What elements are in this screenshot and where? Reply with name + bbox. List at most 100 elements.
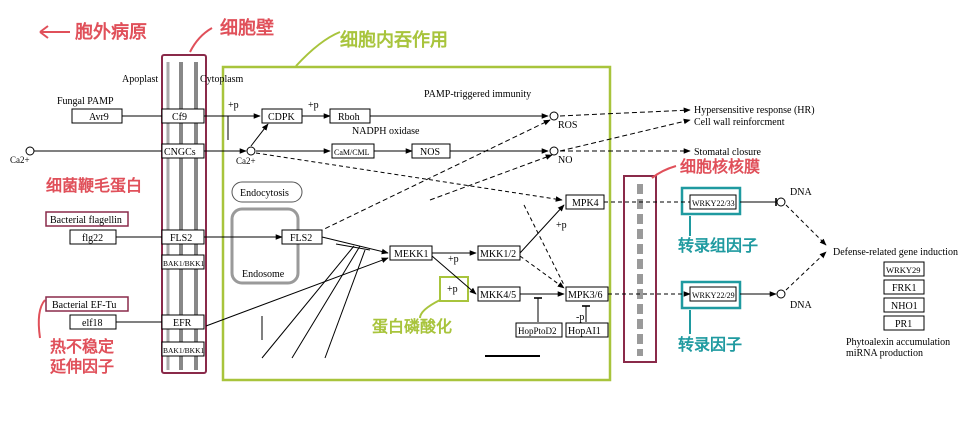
svg-text:MEKK1: MEKK1: [394, 249, 428, 260]
svg-text:WRKY29: WRKY29: [886, 265, 920, 275]
svg-text:HopPtoD2: HopPtoD2: [518, 326, 557, 336]
svg-text:Bacterial flagellin: Bacterial flagellin: [50, 215, 122, 226]
annotation-phosphorylation: 蛋白磷酸化: [372, 317, 452, 336]
svg-text:MPK3/6: MPK3/6: [568, 290, 602, 301]
box-avr9: Avr9: [71, 108, 123, 124]
svg-text:WRKY22/29: WRKY22/29: [692, 291, 735, 300]
box-pr1: PR1: [883, 315, 925, 331]
svg-text:flg22: flg22: [82, 233, 103, 244]
label-cytoplasm: Cytoplasm: [200, 74, 244, 85]
box-mkk12: MKK1/2: [477, 245, 521, 261]
svg-text:CNGCs: CNGCs: [164, 147, 196, 158]
label-p5: +p: [447, 284, 458, 295]
label-p4: +p: [556, 220, 567, 231]
label-p1: +p: [228, 100, 239, 111]
label-defense: Defense-related gene induction: [833, 247, 958, 258]
svg-text:MPK4: MPK4: [572, 198, 599, 209]
label-p3: +p: [448, 254, 459, 265]
label-hr: Hypersensitive response (HR): [694, 105, 815, 116]
label-fungal-pamp: Fungal PAMP: [57, 96, 114, 107]
ros-node: [549, 111, 559, 121]
label-endocytosis: Endocytosis: [240, 188, 289, 199]
label-endosome: Endosome: [242, 269, 285, 280]
box-bak1-a: BAK1/BKK1: [161, 254, 205, 270]
box-mkk45: MKK4/5: [477, 286, 521, 302]
label-pamp-immunity: PAMP-triggered immunity: [424, 89, 531, 100]
svg-text:NHO1: NHO1: [891, 301, 918, 312]
box-wrky2233: WRKY22/33: [689, 194, 737, 210]
label-no: NO: [558, 155, 572, 166]
box-fls2-b: FLS2: [281, 229, 323, 245]
annotation-tf-group: 转录组因子: [678, 236, 758, 255]
box-frk1: FRK1: [883, 279, 925, 295]
wrky2233-frame: [680, 186, 742, 216]
label-p6: -p: [576, 312, 584, 323]
box-hopai1: HopAI1: [565, 322, 609, 338]
box-mpk4: MPK4: [565, 194, 605, 210]
wrky2229-frame: [680, 280, 742, 310]
ca-inside-node: [246, 146, 256, 156]
label-p2: +p: [308, 100, 319, 111]
ca-outside-node: [25, 146, 35, 156]
box-flg22: flg22: [69, 229, 117, 245]
box-nos: NOS: [411, 143, 451, 159]
box-cf9: Cf9: [161, 108, 205, 124]
svg-text:Avr9: Avr9: [89, 112, 109, 123]
annotation-heat-elongation-1: 热不稳定: [50, 337, 114, 356]
label-cell-wall-reinf: Cell wall reinforcment: [694, 117, 785, 128]
svg-text:elf18: elf18: [82, 318, 103, 329]
svg-text:MKK4/5: MKK4/5: [480, 290, 516, 301]
nuclear-membrane-frame: [623, 175, 657, 363]
no-node: [549, 146, 559, 156]
dna-node-1: [776, 197, 786, 207]
annotation-nuclear-membrane: 细胞核核膜: [680, 157, 760, 176]
box-bak1-b: BAK1/BKK1: [161, 341, 205, 357]
box-wrky29: WRKY29: [883, 261, 925, 277]
box-mekk1: MEKK1: [389, 245, 433, 261]
box-wrky2229: WRKY22/29: [689, 286, 737, 302]
svg-text:FLS2: FLS2: [170, 233, 192, 244]
label-phytoalexin: Phytoalexin accumulation: [846, 337, 950, 348]
box-nho1: NHO1: [883, 297, 925, 313]
box-fls2-a: FLS2: [161, 229, 205, 245]
box-hoppto: HopPtoD2: [515, 322, 563, 338]
svg-text:HopAI1: HopAI1: [568, 326, 601, 337]
box-cngcs: CNGCs: [161, 143, 205, 159]
annotation-flagellin: 细菌鞭毛蛋白: [46, 176, 142, 195]
box-rboh: Rboh: [329, 108, 371, 124]
svg-text:WRKY22/33: WRKY22/33: [692, 199, 735, 208]
svg-text:EFR: EFR: [173, 318, 192, 329]
box-camcml: CaM/CML: [331, 143, 375, 159]
label-dna-2: DNA: [790, 300, 812, 311]
annotation-pathogen: 胞外病原: [75, 21, 147, 43]
box-cdpk: CDPK: [261, 108, 303, 124]
svg-text:BAK1/BKK1: BAK1/BKK1: [163, 259, 205, 268]
box-bacterial-eftu: Bacterial EF-Tu: [45, 296, 129, 312]
label-ros: ROS: [558, 120, 577, 131]
label-mirna: miRNA production: [846, 348, 923, 359]
svg-text:FLS2: FLS2: [290, 233, 312, 244]
box-efr: EFR: [161, 314, 205, 330]
annotation-tf: 转录因子: [678, 335, 742, 354]
label-apoplast: Apoplast: [122, 74, 158, 85]
dna-node-2: [776, 289, 786, 299]
box-mpk36: MPK3/6: [565, 286, 609, 302]
label-stomatal: Stomatal closure: [694, 147, 761, 158]
endocytosis-frame: [221, 65, 612, 382]
svg-text:BAK1/BKK1: BAK1/BKK1: [163, 346, 205, 355]
endocytosis-bubble: [231, 181, 303, 203]
svg-text:PR1: PR1: [895, 319, 912, 330]
svg-text:FRK1: FRK1: [892, 283, 916, 294]
svg-text:CDPK: CDPK: [268, 112, 295, 123]
annotation-heat-elongation-2: 延伸因子: [49, 357, 114, 376]
box-bacterial-flagellin: Bacterial flagellin: [45, 211, 129, 227]
svg-text:Cf9: Cf9: [172, 112, 187, 123]
svg-text:Rboh: Rboh: [338, 112, 360, 123]
label-ca-outside: Ca2+: [10, 155, 30, 165]
svg-text:MKK1/2: MKK1/2: [480, 249, 516, 260]
endosome: [230, 207, 300, 285]
svg-text:Bacterial EF-Tu: Bacterial EF-Tu: [52, 300, 116, 311]
svg-text:CaM/CML: CaM/CML: [334, 148, 370, 157]
label-dna-1: DNA: [790, 187, 812, 198]
